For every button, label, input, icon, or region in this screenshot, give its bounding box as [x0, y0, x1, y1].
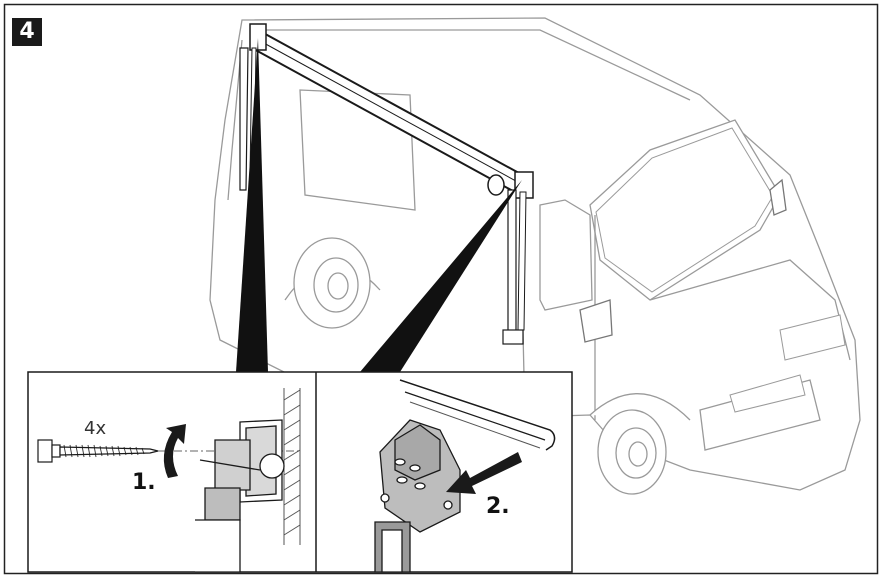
left-callout-pointer — [236, 38, 268, 372]
step-number-badge: 4 — [12, 18, 42, 46]
step-1-label: 1. — [132, 470, 156, 495]
step-2-label: 2. — [486, 494, 510, 519]
awning-illustration — [239, 23, 534, 345]
push-arrow-icon — [446, 452, 522, 494]
right-detail — [374, 379, 556, 573]
outer-frame — [3, 3, 879, 575]
screw-quantity-label: 4x — [84, 418, 107, 439]
left-detail — [37, 388, 301, 573]
rotate-arrow-icon — [163, 424, 186, 478]
callout-pointers — [236, 38, 522, 372]
screw-icon — [37, 439, 159, 463]
right-callout-pointer — [360, 180, 522, 372]
